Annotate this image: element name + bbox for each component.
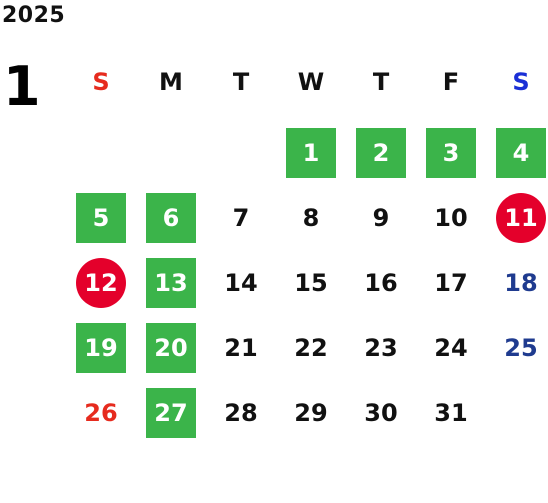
day-number: 1 bbox=[286, 127, 336, 178]
year-label: 2025 bbox=[2, 3, 66, 28]
calendar-day-cell: 23 bbox=[346, 315, 416, 380]
calendar-day-cell: 6 bbox=[136, 185, 206, 250]
calendar-day-cell: 29 bbox=[276, 380, 346, 445]
calendar-day-cell: 9 bbox=[346, 185, 416, 250]
day-number: 6 bbox=[146, 192, 196, 243]
calendar-day-cell: 31 bbox=[416, 380, 486, 445]
month-number: 1 bbox=[3, 55, 41, 118]
calendar-day-cell: 18 bbox=[486, 250, 548, 315]
day-number: 7 bbox=[232, 203, 250, 232]
weekday-label: W bbox=[297, 68, 325, 96]
weekday-label: S bbox=[512, 68, 530, 96]
day-number: 22 bbox=[294, 333, 328, 362]
calendar-day-cell: 26 bbox=[66, 380, 136, 445]
calendar-day-cell: 22 bbox=[276, 315, 346, 380]
day-number: 31 bbox=[434, 398, 468, 427]
calendar-day-cell: 24 bbox=[416, 315, 486, 380]
calendar-day-cell: 15 bbox=[276, 250, 346, 315]
calendar-day-cell: 17 bbox=[416, 250, 486, 315]
day-number: 19 bbox=[76, 322, 126, 373]
day-number: 16 bbox=[364, 268, 398, 297]
calendar-day-cell: 16 bbox=[346, 250, 416, 315]
day-number: 25 bbox=[504, 333, 538, 362]
calendar-day-cell: 30 bbox=[346, 380, 416, 445]
day-number: 8 bbox=[302, 203, 320, 232]
day-number: 4 bbox=[496, 127, 546, 178]
calendar-day-cell: 28 bbox=[206, 380, 276, 445]
weekday-label: T bbox=[232, 68, 250, 96]
day-number: 10 bbox=[434, 203, 468, 232]
calendar-day-cell: 25 bbox=[486, 315, 548, 380]
day-number: 23 bbox=[364, 333, 398, 362]
calendar-day-cell: 5 bbox=[66, 185, 136, 250]
day-number: 11 bbox=[496, 192, 546, 243]
calendar-day-cell: 1 bbox=[276, 120, 346, 185]
weekday-label: S bbox=[92, 68, 110, 96]
day-number: 3 bbox=[426, 127, 476, 178]
calendar-day-cell: 4 bbox=[486, 120, 548, 185]
day-number: 14 bbox=[224, 268, 258, 297]
calendar-day-cell: 12 bbox=[66, 250, 136, 315]
weekday-label: M bbox=[159, 68, 183, 96]
day-number: 26 bbox=[84, 398, 118, 427]
calendar-day-cell: 21 bbox=[206, 315, 276, 380]
day-number: 2 bbox=[356, 127, 406, 178]
day-number: 27 bbox=[146, 387, 196, 438]
day-number: 17 bbox=[434, 268, 468, 297]
calendar-day-cell: 27 bbox=[136, 380, 206, 445]
calendar-day-cell: 20 bbox=[136, 315, 206, 380]
day-number: 12 bbox=[76, 257, 126, 308]
day-number: 15 bbox=[294, 268, 328, 297]
day-number: 30 bbox=[364, 398, 398, 427]
day-number: 29 bbox=[294, 398, 328, 427]
day-number: 28 bbox=[224, 398, 258, 427]
day-number: 5 bbox=[76, 192, 126, 243]
weekday-label: F bbox=[442, 68, 460, 96]
calendar-day-cell: 8 bbox=[276, 185, 346, 250]
calendar-day-cell: 13 bbox=[136, 250, 206, 315]
weekday-label: T bbox=[372, 68, 390, 96]
calendar-day-cell: 14 bbox=[206, 250, 276, 315]
day-number: 24 bbox=[434, 333, 468, 362]
calendar-day-cell: 11 bbox=[486, 185, 548, 250]
calendar-day-cell: 3 bbox=[416, 120, 486, 185]
day-number: 18 bbox=[504, 268, 538, 297]
calendar-day-cell: 7 bbox=[206, 185, 276, 250]
calendar-day-cell: 19 bbox=[66, 315, 136, 380]
calendar-day-cell: 2 bbox=[346, 120, 416, 185]
day-number: 21 bbox=[224, 333, 258, 362]
day-number: 20 bbox=[146, 322, 196, 373]
calendar-day-cell: 10 bbox=[416, 185, 486, 250]
day-number: 9 bbox=[372, 203, 390, 232]
day-number: 13 bbox=[146, 257, 196, 308]
